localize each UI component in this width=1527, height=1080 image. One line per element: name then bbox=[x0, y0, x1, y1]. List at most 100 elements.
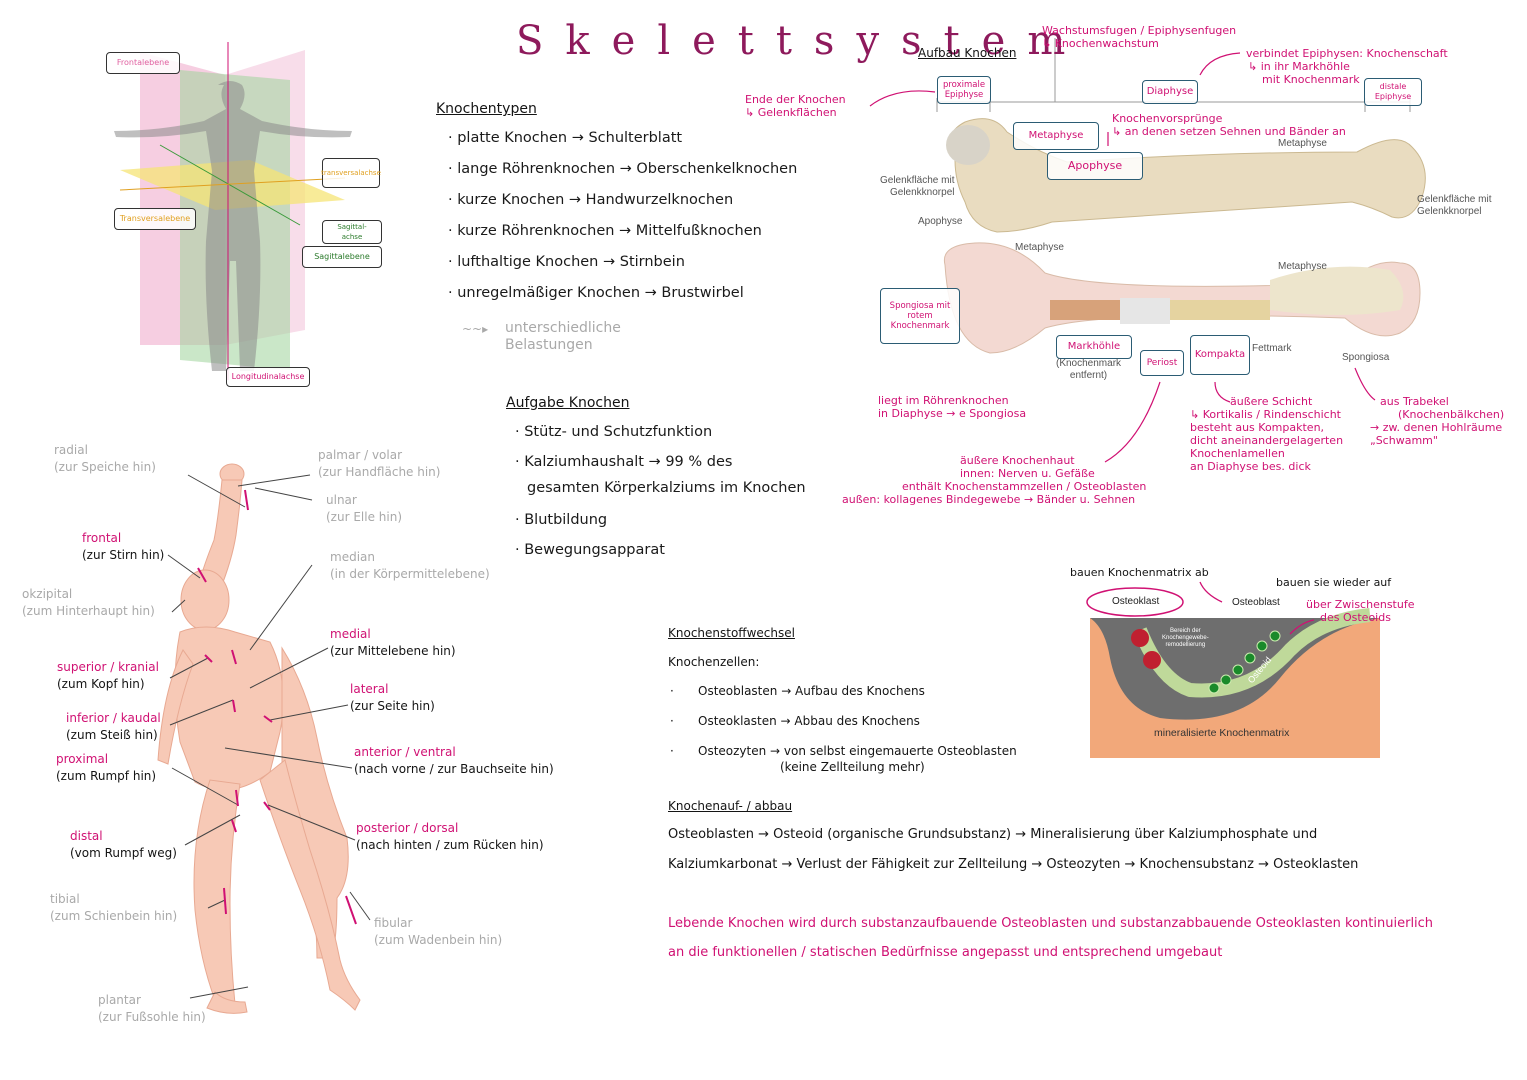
label-transversalachse: transversalachse bbox=[321, 158, 381, 188]
dir-desc: (zur Stirn hin) bbox=[82, 548, 165, 562]
summary-line-2: an die funktionellen / statischen Bedürf… bbox=[668, 945, 1223, 960]
note-line: ↳ Gelenkflächen bbox=[745, 106, 837, 119]
dir-term: fibular bbox=[374, 916, 413, 930]
note-line: an Diaphyse bes. dick bbox=[1190, 460, 1311, 473]
dir-term: anterior / ventral bbox=[354, 745, 456, 759]
list-item-sub: (keine Zellteilung mehr) bbox=[780, 760, 925, 774]
dir-term: medial bbox=[330, 627, 371, 641]
box-proximale-epiphyse: proximale Epiphyse bbox=[937, 76, 991, 104]
list-item: gesamten Körperkalziums im Knochen bbox=[527, 480, 806, 496]
box-diaphyse: Diaphyse bbox=[1142, 80, 1198, 104]
box-apophyse: Apophyse bbox=[1047, 152, 1143, 180]
note-line: äußere Schicht bbox=[1230, 395, 1313, 408]
note-line: → zw. denen Hohlräume bbox=[1370, 421, 1503, 434]
note-line: verbindet Epiphysen: Knochenschaft bbox=[1246, 47, 1448, 60]
dir-distal: distal(vom Rumpf weg) bbox=[70, 828, 177, 862]
dir-palmar: palmar / volar(zur Handfläche hin) bbox=[318, 447, 440, 481]
fig-knochenmark: (Knochenmark entfernt) bbox=[1056, 358, 1122, 381]
dir-median: median (in der Körpermittelebene) bbox=[330, 549, 490, 583]
knochenzellen-label: Knochenzellen: bbox=[668, 655, 760, 669]
dir-term: tibial bbox=[50, 892, 80, 906]
dir-term: ulnar bbox=[326, 493, 357, 507]
label-sagittalebene: Sagittalebene bbox=[302, 246, 382, 268]
fig-mineralisierte-matrix: mineralisierte Knochenmatrix bbox=[1154, 727, 1290, 739]
osteoclast-osteoblast-figure bbox=[1086, 581, 1380, 758]
markhoehle-note: liegt im Röhrenknochen in Diaphyse → e S… bbox=[878, 394, 1026, 420]
note-line: ↳ Kortikalis / Rindenschicht bbox=[1190, 408, 1341, 421]
dir-term: palmar / volar bbox=[318, 448, 403, 462]
femur-figure bbox=[943, 118, 1426, 354]
aufabbau-heading: Knochenauf- / abbau bbox=[668, 799, 793, 813]
ende-note: Ende der Knochen ↳ Gelenkflächen bbox=[745, 93, 846, 119]
note-line: „Schwamm" bbox=[1370, 434, 1438, 447]
dir-radial: radial(zur Speiche hin) bbox=[54, 442, 156, 476]
dir-desc: (nach vorne / zur Bauchseite hin) bbox=[354, 762, 554, 776]
dir-term: superior / kranial bbox=[57, 660, 159, 674]
list-item: · Stütz- und Schutzfunktion bbox=[515, 424, 713, 440]
box-markhoehle: Markhöhle bbox=[1056, 335, 1132, 359]
note-line: liegt im Röhrenknochen bbox=[878, 394, 1009, 407]
note-line: (Knochenbälkchen) bbox=[1398, 408, 1505, 421]
list-item: · Kalziumhaushalt → 99 % des bbox=[515, 454, 733, 470]
dir-term: frontal bbox=[82, 531, 122, 545]
dir-desc: (zum Rumpf hin) bbox=[56, 769, 157, 783]
dir-desc: (zur Seite hin) bbox=[350, 699, 435, 713]
fig-osteoklast: Osteoklast bbox=[1112, 596, 1160, 607]
note-line: dicht aneinandergelagerten bbox=[1190, 434, 1344, 447]
note-line: in Diaphyse → e Spongiosa bbox=[878, 407, 1027, 420]
dir-desc: (zum Schienbein hin) bbox=[50, 909, 178, 923]
dir-desc: (zum Steiß hin) bbox=[66, 728, 158, 742]
label-longitudinalachse: Longitudinalachse bbox=[226, 367, 310, 387]
summary-line-1: Lebende Knochen wird durch substanzaufba… bbox=[668, 916, 1434, 931]
fig-gelenk-right: Gelenkfläche mit Gelenkknorpel bbox=[1417, 194, 1492, 217]
box-spongiosa-rotes-mark: Spongiosa mit rotem Knochenmark bbox=[880, 288, 960, 344]
dir-fibular: fibular(zum Wadenbein hin) bbox=[374, 915, 502, 949]
dir-term: plantar bbox=[98, 993, 141, 1007]
list-item: · lange Röhrenknochen → Oberschenkelknoc… bbox=[448, 161, 798, 177]
osteo-aufbau-note-1: bauen sie wieder auf bbox=[1276, 576, 1392, 589]
box-periost: Periost bbox=[1140, 350, 1184, 376]
dir-term: median bbox=[330, 550, 375, 564]
direction-leader-lines bbox=[167, 474, 371, 999]
aufgabe-heading: Aufgabe Knochen bbox=[506, 395, 630, 411]
stoffwechsel-heading: Knochenstoffwechsel bbox=[668, 626, 795, 640]
note-line: enthält Knochenstammzellen / Osteoblaste… bbox=[902, 480, 1147, 493]
note-line: außen: kollagenes Bindegewebe → Bänder u… bbox=[842, 493, 1136, 506]
fig-gelenk-left: Gelenkfläche mit Gelenkknorpel bbox=[880, 175, 955, 198]
body-directions-figure bbox=[157, 463, 361, 1014]
dir-lateral: lateral (zur Seite hin) bbox=[350, 681, 435, 715]
note-line: besteht aus Kompakten, bbox=[1190, 421, 1325, 434]
aufbau-heading: Aufbau Knochen bbox=[918, 46, 1017, 60]
dir-superior: superior / kranial(zum Kopf hin) bbox=[57, 659, 159, 693]
list-item: Osteoklasten → Abbau des Knochens bbox=[698, 714, 920, 728]
dir-ulnar: ulnar(zur Elle hin) bbox=[326, 492, 402, 526]
dir-desc: (zur Mittelebene hin) bbox=[330, 644, 456, 658]
spongiosa-note: aus Trabekel (Knochenbälkchen) → zw. den… bbox=[1370, 395, 1504, 447]
list-item: Osteoblasten → Aufbau des Knochens bbox=[698, 684, 925, 698]
knochentypen-heading: Knochentypen bbox=[436, 101, 537, 117]
dir-desc: (zur Speiche hin) bbox=[54, 460, 156, 474]
list-item: · Blutbildung bbox=[515, 512, 608, 528]
list-item: · platte Knochen → Schulterblatt bbox=[448, 130, 683, 146]
knochenzellen-list: ·Osteoblasten → Aufbau des Knochens ·Ost… bbox=[670, 684, 1017, 774]
dir-term: lateral bbox=[350, 682, 389, 696]
fig-bereich: Bereich der Knochengewebe- remodellierun… bbox=[1162, 628, 1209, 648]
aufgabe-list: · Stütz- und Schutzfunktion · Kalziumhau… bbox=[515, 424, 806, 572]
dir-tibial: tibial (zum Schienbein hin) bbox=[50, 891, 177, 925]
verbindet-note: verbindet Epiphysen: Knochenschaft ↳ in … bbox=[1246, 47, 1448, 86]
list-item: · kurze Röhrenknochen → Mittelfußknochen bbox=[448, 223, 762, 239]
fig-osteoblast: Osteoblast bbox=[1232, 597, 1280, 608]
dir-desc: (zum Hinterhaupt hin) bbox=[22, 604, 155, 618]
box-metaphyse: Metaphyse bbox=[1013, 122, 1099, 150]
femur-arrows bbox=[869, 52, 1376, 463]
osteo-aufbau-note-2: über Zwischenstufe bbox=[1306, 598, 1415, 611]
fig-apophyse: Apophyse bbox=[918, 216, 963, 227]
dir-plantar: plantar(zur Fußsohle hin) bbox=[98, 992, 206, 1026]
note-line: ↳ an denen setzen Sehnen und Bänder an bbox=[1112, 125, 1346, 138]
dir-term: posterior / dorsal bbox=[356, 821, 459, 835]
direction-markers bbox=[197, 489, 357, 925]
fig-metaphyse-top: Metaphyse bbox=[1278, 138, 1327, 149]
arrow-icon: ~~▸ bbox=[462, 322, 489, 336]
dir-desc: (in der Körpermittelebene) bbox=[330, 567, 490, 581]
